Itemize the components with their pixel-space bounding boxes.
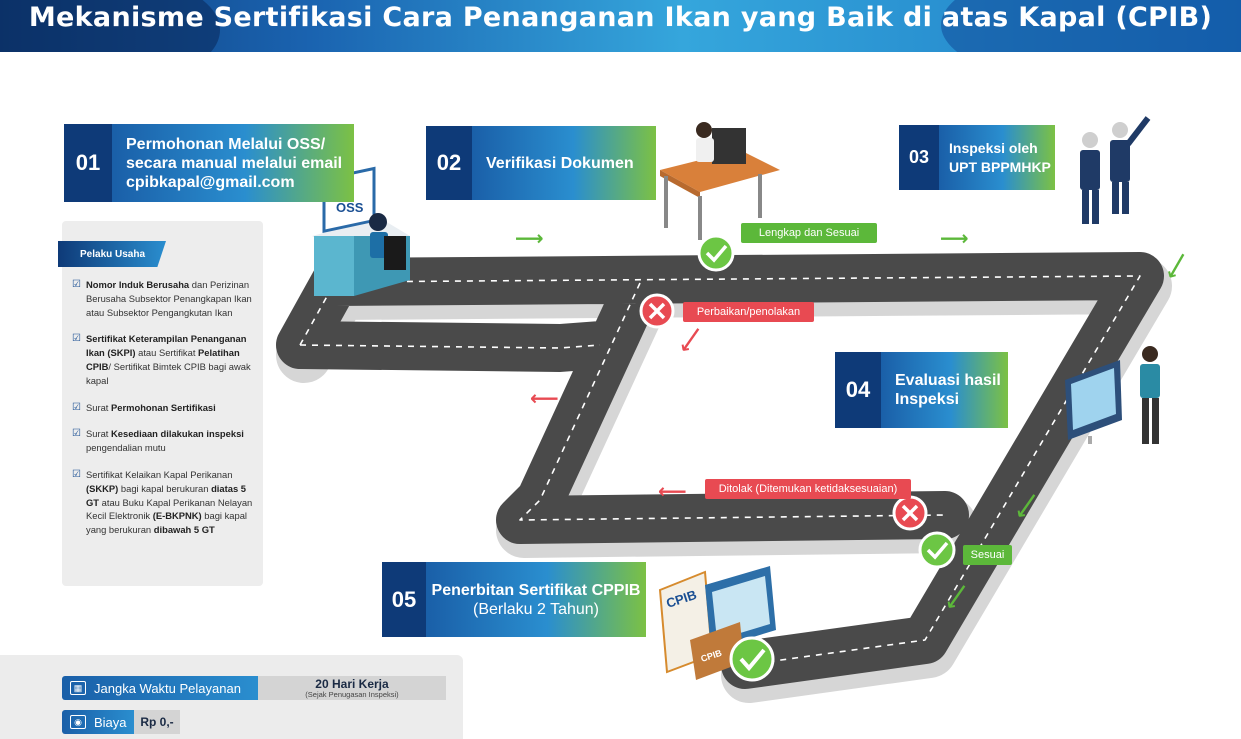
step-03-line1: Inspeksi oleh	[949, 139, 1038, 156]
presenter-illustration	[1065, 346, 1160, 444]
arrow-icon: ⟶	[940, 226, 969, 250]
label-sesuai: Sesuai	[963, 545, 1012, 565]
step-05-number: 05	[382, 562, 426, 637]
step-05-box: 05 Penerbitan Sertifikat CPPIB (Berlaku …	[382, 562, 646, 637]
step-03-box: 03 Inspeksi oleh UPT BPPMHKP	[899, 125, 1055, 190]
step-04-number: 04	[835, 352, 881, 428]
req-bold: Kesediaan dilakukan inspeksi	[111, 428, 244, 440]
money-icon: ◉	[70, 715, 86, 729]
req-text: dan Perizinan Berusaha Subsektor Penangk…	[86, 279, 252, 318]
service-cost-row: ◉ Biaya Rp 0,-	[62, 710, 180, 734]
certificate-illustration: CPIB CPIB	[658, 566, 776, 680]
service-time-row: ▦ Jangka Waktu Pelayanan 20 Hari Kerja (…	[62, 676, 446, 700]
label-perbaikan-penolakan: Perbaikan/penolakan	[683, 302, 814, 322]
cross-icon	[892, 495, 928, 531]
label-ditolak: Ditolak (Ditemukan ketidaksesuaian)	[705, 479, 911, 499]
check-icon: ☑	[72, 428, 81, 440]
header-swoosh-left	[0, 0, 220, 52]
step-01-line1: Permohonan Melalui OSS/	[126, 135, 326, 153]
service-cost-value: Rp 0,-	[134, 710, 180, 734]
check-icon	[697, 234, 735, 272]
arrow-icon: ⟵	[658, 479, 687, 503]
step-01-line3: cpibkapal@gmail.com	[126, 173, 295, 191]
step-04-line1: Evaluasi hasil	[895, 372, 1001, 389]
step-02-label: Verifikasi Dokumen	[472, 126, 656, 200]
verification-desk-illustration	[660, 122, 780, 240]
service-time-value-text: 20 Hari Kerja	[315, 676, 389, 691]
req-text: Surat	[86, 401, 112, 413]
service-cost-label-text: Biaya	[94, 714, 127, 730]
req-bold: (SKKP)	[86, 482, 119, 494]
step-02-number: 02	[426, 126, 472, 200]
header-swoosh-right	[941, 0, 1241, 52]
step-04-box: 04 Evaluasi hasil Inspeksi	[835, 352, 1008, 428]
step-01-box: 01 Permohonan Melalui OSS/ secara manual…	[64, 124, 354, 202]
req-text: bagi kapal yang berukuran	[86, 510, 248, 536]
requirements-panel	[62, 221, 263, 586]
step-01-number: 01	[64, 124, 112, 202]
service-time-label: ▦ Jangka Waktu Pelayanan	[62, 676, 258, 700]
check-icon: ☑	[72, 279, 81, 290]
req-bold: dibawah 5 GT	[153, 524, 215, 536]
check-icon: ☑	[72, 333, 81, 345]
step-01-label: Permohonan Melalui OSS/ secara manual me…	[112, 124, 354, 202]
step-03-number: 03	[899, 125, 939, 190]
check-icon: ☑	[72, 468, 81, 480]
oss-logo-text: OSS	[336, 200, 364, 215]
step-05-line2: (Berlaku 2 Tahun)	[473, 600, 599, 618]
step-05-label: Penerbitan Sertifikat CPPIB (Berlaku 2 T…	[426, 562, 646, 637]
req-bold: (E-BKPNK)	[152, 510, 202, 522]
check-icon	[918, 531, 956, 569]
road-center-line	[299, 275, 1141, 666]
inspectors-illustration	[1080, 116, 1151, 224]
check-icon: ☑	[72, 401, 81, 413]
service-cost-label: ◉ Biaya	[62, 710, 134, 734]
page-title: Mekanisme Sertifikasi Cara Penanganan Ik…	[28, 2, 1213, 33]
requirement-item: ☑ Surat Kesediaan dilakukan inspeksi pen…	[72, 427, 260, 455]
service-time-label-text: Jangka Waktu Pelayanan	[94, 680, 241, 696]
service-time-value: 20 Hari Kerja (Sejak Penugasan Inspeksi)	[258, 676, 446, 700]
check-icon	[729, 636, 775, 682]
step-03-line2: UPT BPPMHKP	[949, 158, 1051, 175]
req-bold: diatas 5 GT	[86, 482, 246, 508]
service-time-note: (Sejak Penugasan Inspeksi)	[305, 689, 399, 699]
cross-icon	[639, 293, 675, 329]
requirements-list: ☑ Nomor Induk Berusaha dan Perizinan Ber…	[72, 278, 260, 550]
req-bold: Pelatihan CPIB	[86, 347, 240, 372]
req-text: bagi kapal berukuran	[118, 482, 212, 494]
req-text: / Sertifikat Bimtek CPIB bagi awak kapal	[86, 360, 251, 386]
req-text: Sertifikat Kelaikan Kapal Perikanan	[86, 468, 233, 480]
step-03-label: Inspeksi oleh UPT BPPMHKP	[939, 125, 1055, 190]
header-banner: Mekanisme Sertifikasi Cara Penanganan Ik…	[0, 0, 1241, 52]
step-04-label: Evaluasi hasil Inspeksi	[881, 352, 1008, 428]
req-text: atau Buku Kapal Perikanan Nelayan Kecil …	[86, 496, 253, 522]
arrow-icon: ⟶	[515, 226, 544, 250]
step-01-line2: secara manual melalui email	[126, 154, 343, 172]
requirement-item: ☑ Surat Permohonan Sertifikasi	[72, 401, 260, 415]
req-bold: Nomor Induk Berusaha	[86, 279, 190, 290]
req-text: atau Sertifikat	[135, 347, 199, 359]
step-04-line2: Inspeksi	[895, 391, 960, 408]
requirement-item: ☑ Sertifikat Keterampilan Penanganan Ika…	[72, 332, 260, 387]
step-05-line1: Penerbitan Sertifikat CPPIB	[431, 581, 641, 599]
req-bold: Permohonan Sertifikasi	[111, 401, 216, 413]
label-lengkap-sesuai: Lengkap dan Sesuai	[741, 223, 877, 243]
requirements-title: Pelaku Usaha	[58, 241, 166, 267]
req-text: pengendalian mutu	[86, 442, 166, 454]
requirement-item: ☑ Nomor Induk Berusaha dan Perizinan Ber…	[72, 278, 260, 319]
step-02-box: 02 Verifikasi Dokumen	[426, 126, 656, 200]
calendar-icon: ▦	[70, 681, 86, 695]
requirement-item: ☑ Sertifikat Kelaikan Kapal Perikanan (S…	[72, 468, 260, 537]
arrow-icon: ⟵	[530, 386, 559, 410]
req-bold: Sertifikat Keterampilan Penanganan Ikan …	[86, 333, 247, 359]
req-text: Surat	[86, 428, 112, 440]
